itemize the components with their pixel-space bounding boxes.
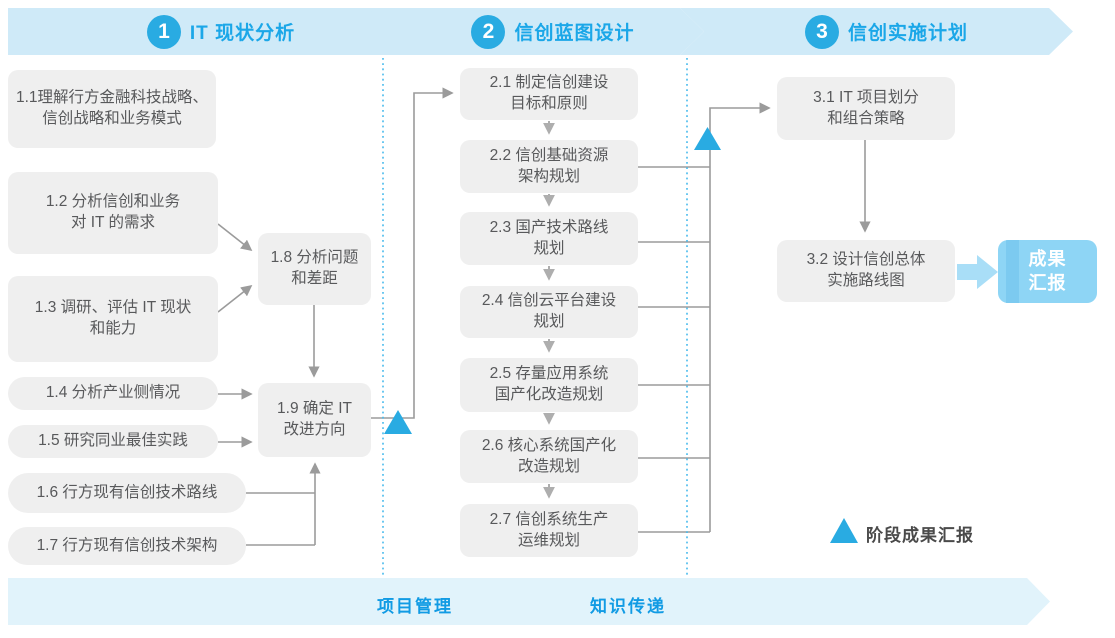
milestone-triangle-phase1 [384, 410, 412, 434]
step-box-1-1: 1.1理解行方金融科技战略、 信创战略和业务模式 [8, 70, 216, 148]
step-box-3-1: 3.1 IT 项目划分 和组合策略 [777, 77, 955, 140]
result-report-box: 成果 汇报 [998, 240, 1097, 303]
step-box-1-5: 1.5 研究同业最佳实践 [8, 425, 218, 458]
step-box-2-5: 2.5 存量应用系统 国产化改造规划 [460, 358, 638, 412]
step-box-2-4: 2.4 信创云平台建设 规划 [460, 286, 638, 338]
phase-number-badge: 1 [147, 15, 181, 49]
step-box-1-9: 1.9 确定 IT 改进方向 [258, 383, 371, 457]
step-box-1-4: 1.4 分析产业侧情况 [8, 377, 218, 410]
milestone-triangle-phase2 [694, 127, 721, 150]
step-box-3-2: 3.2 设计信创总体 实施路线图 [777, 240, 955, 302]
footer-project-management-label: 项目管理 [377, 597, 453, 616]
thick-arrow-to-result [957, 255, 998, 289]
footer-knowledge-transfer-label: 知识传递 [590, 597, 666, 616]
phase-banner-1: 1 IT 现状分析 [8, 8, 416, 55]
step-box-2-2: 2.2 信创基础资源 架构规划 [460, 140, 638, 193]
phase-label: 信创实施计划 [847, 23, 968, 44]
step-box-2-3: 2.3 国产技术路线 规划 [460, 212, 638, 265]
step-box-1-7: 1.7 行方现有信创技术架构 [8, 527, 246, 565]
result-box-stripe [1006, 240, 1019, 303]
phase-label: 信创蓝图设计 [514, 23, 635, 44]
legend-label: 阶段成果汇报 [866, 526, 974, 545]
step-box-1-8: 1.8 分析问题 和差距 [258, 233, 371, 305]
phase-banner-3: 3 信创实施计划 [680, 8, 1073, 55]
step-box-2-7: 2.7 信创系统生产 运维规划 [460, 504, 638, 557]
step-box-1-2: 1.2 分析信创和业务 对 IT 的需求 [8, 172, 218, 254]
step-box-1-6: 1.6 行方现有信创技术路线 [8, 473, 246, 513]
phase-number-badge: 2 [471, 15, 505, 49]
result-report-label: 成果 汇报 [1028, 249, 1067, 293]
step-box-1-3: 1.3 调研、评估 IT 现状 和能力 [8, 276, 218, 362]
phase-banner-2: 2 信创蓝图设计 [368, 8, 704, 55]
phase-number: 2 [482, 19, 495, 43]
legend-triangle-icon [830, 518, 858, 543]
phase-label: IT 现状分析 [189, 23, 296, 44]
footer-banner [8, 578, 1050, 625]
phase-number-badge: 3 [805, 15, 839, 49]
phase-number: 3 [816, 19, 828, 43]
step-box-2-6: 2.6 核心系统国产化 改造规划 [460, 430, 638, 483]
phase-number: 1 [158, 19, 170, 43]
step-box-2-1: 2.1 制定信创建设 目标和原则 [460, 68, 638, 120]
